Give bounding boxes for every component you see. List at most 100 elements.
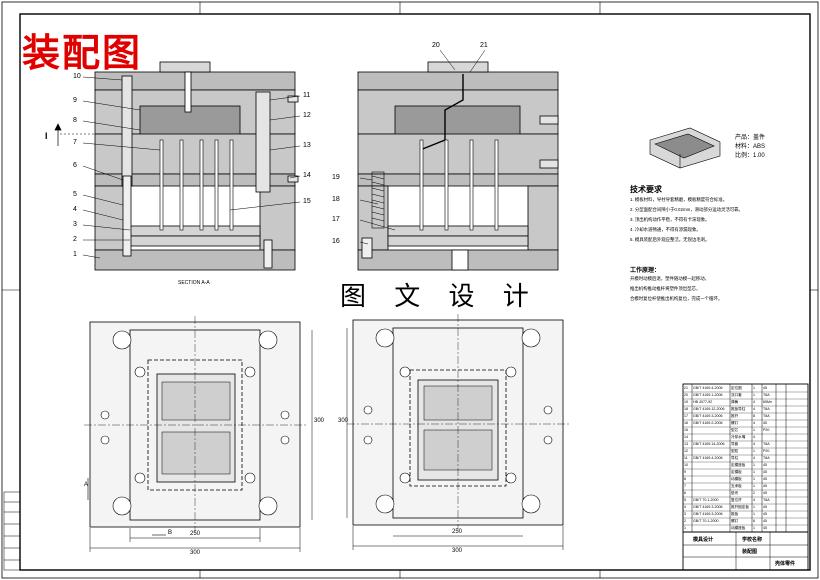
dim-plan-right-inner-width: 250 <box>452 529 463 535</box>
bom-cell: 1 <box>753 392 755 397</box>
bom-cell: GB/T 70.1-2000 <box>693 497 719 502</box>
plan-view-right <box>346 314 569 550</box>
bom-cell: 20 <box>684 392 688 397</box>
bom-cell: 4 <box>684 504 686 509</box>
bom-cell: 1 <box>753 385 755 390</box>
bom-cell: GB/T 4169.1-2006 <box>693 392 723 397</box>
title-block-drawing: 装配图 <box>742 549 758 555</box>
bom-cell: 19 <box>684 399 688 404</box>
bom-cell: 定模座板 <box>731 462 746 467</box>
callout-16: 16 <box>332 238 340 245</box>
plan-view-left <box>84 316 313 552</box>
callout-2: 2 <box>73 236 77 243</box>
bom-cell: 45 <box>763 385 767 390</box>
bom-cell: 7 <box>684 483 686 488</box>
bom-cell: 螺钉 <box>731 420 739 425</box>
bom-cell: GB/T 4169.4-2006 <box>693 385 723 390</box>
bom-cell: 1 <box>684 525 686 530</box>
bom-cell: T8A <box>763 441 770 446</box>
bom-cell: 65Mn <box>763 399 772 404</box>
bom-cell: 13 <box>684 441 688 446</box>
product-name: 产品：盖件 <box>735 135 766 141</box>
bom-cell: 螺钉 <box>731 518 739 523</box>
bom-cell: 15 <box>684 427 688 432</box>
callout-21: 21 <box>480 42 488 49</box>
bom-cell: 4 <box>753 497 755 502</box>
bom-cell: 45 <box>763 490 767 495</box>
bom-cell: 6 <box>753 518 755 523</box>
bom-cell: 支承板 <box>731 483 742 488</box>
work-principle-item: 合模时复位杆使推出机构复位，完成一个循环。 <box>630 296 723 301</box>
bom-cell: 45 <box>763 462 767 467</box>
bom-cell: 12 <box>684 448 688 453</box>
title-block-school: 学校名称 <box>742 537 763 543</box>
bom-cell: 1 <box>753 483 755 488</box>
bom-cell: 2 <box>753 490 755 495</box>
bom-cell: 45 <box>763 511 767 516</box>
bom-cell: 推杆 <box>731 413 739 418</box>
callout-10: 10 <box>73 73 81 80</box>
product-scale: 比例：1.00 <box>735 153 765 159</box>
dim-plan-right-outer-width: 300 <box>452 548 463 554</box>
callout-9: 9 <box>73 97 77 104</box>
callout-1: 1 <box>73 251 77 258</box>
callout-15: 15 <box>303 198 311 205</box>
bom-cell: 45 <box>763 420 767 425</box>
left-margin-table <box>3 491 21 571</box>
work-principle-title: 工作原理： <box>630 268 661 274</box>
bom-cell: 1 <box>753 427 755 432</box>
bom-cell: 18 <box>684 406 688 411</box>
bom-cell: 1 <box>753 476 755 481</box>
bom-cell: T8A <box>763 413 770 418</box>
dim-plan-left-inner-width: 250 <box>190 531 201 537</box>
bom-cell: 垫块 <box>731 490 739 495</box>
bom-cell: 1 <box>753 462 755 467</box>
bom-cell: 冷却水嘴 <box>731 434 746 439</box>
bom-cell: 45 <box>763 469 767 474</box>
bom-cell: 45 <box>763 525 767 530</box>
section-arrow <box>54 123 62 146</box>
side-section-view <box>357 49 559 271</box>
bom-cell: GB/T 4169.14-2006 <box>693 441 725 446</box>
bom-cell: P20 <box>763 427 770 432</box>
callout-6: 6 <box>73 162 77 169</box>
bom-cell: 1 <box>753 511 755 516</box>
dim-plan-left-height: 300 <box>314 418 325 424</box>
bom-cell: 推杆固定板 <box>731 504 749 509</box>
callout-3: 3 <box>73 221 77 228</box>
bom-cell: 推板导柱 <box>731 406 746 411</box>
bom-cell: GB/T 4169.3-2006 <box>693 413 723 418</box>
drawing-title: 装配图 <box>22 30 143 75</box>
bom-cell: GB/T 4169.2-2006 <box>693 420 723 425</box>
callout-4: 4 <box>73 206 77 213</box>
tech-req-title: 技术要求 <box>630 185 662 194</box>
callout-17: 17 <box>332 216 340 223</box>
bom-cell: 推板 <box>731 511 739 516</box>
bom-cell: GB/T 4169.3-2006 <box>693 511 723 516</box>
bom-cell: 9 <box>684 469 686 474</box>
bom-cell: 8 <box>684 476 686 481</box>
bom-cell: 14 <box>684 434 688 439</box>
bom-cell: 导套 <box>731 441 739 446</box>
bom-cell: 4 <box>753 434 755 439</box>
work-principle-item: 推出机构推动推杆将塑件顶出型芯， <box>630 286 701 291</box>
bom-cell: 4 <box>753 455 755 460</box>
bom-cell: 动模板 <box>731 476 742 481</box>
section-mark: I <box>45 131 48 141</box>
bom-cell: 4 <box>753 406 755 411</box>
bom-cell: 4 <box>753 420 755 425</box>
bom-cell: GB/T 4169.12-2006 <box>693 406 725 411</box>
figure-caption: 图 文 设 计 <box>340 282 539 312</box>
bom-cell: 45 <box>763 518 767 523</box>
bom-cell: 导柱 <box>731 455 739 460</box>
bom-cell: 8 <box>753 413 755 418</box>
bom-cell: GB/T 70.1-2000 <box>693 518 719 523</box>
bom-cell: P20 <box>763 448 770 453</box>
title-block-product: 壳体零件 <box>775 561 796 567</box>
callout-19: 19 <box>332 174 340 181</box>
inner-frame <box>19 13 811 571</box>
title-block-no: 模具设计 <box>693 537 714 543</box>
front-section-view <box>60 61 301 271</box>
bom-cell: 45 <box>763 476 767 481</box>
